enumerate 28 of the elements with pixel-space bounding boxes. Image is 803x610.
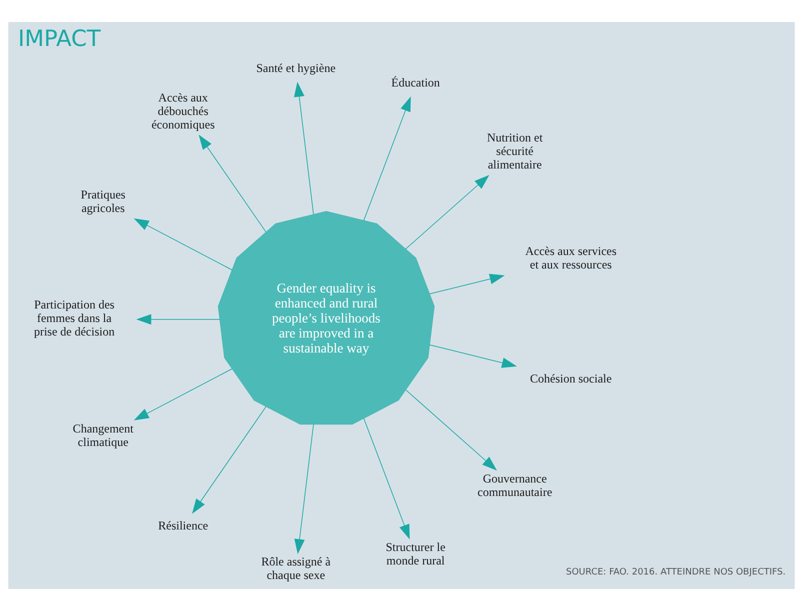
arrow [364, 418, 410, 539]
arrow [429, 344, 517, 368]
arrow [405, 174, 490, 249]
node-text: Santé et hygiène [256, 60, 336, 75]
node-text: Changement climatique [72, 421, 134, 449]
arrow [363, 96, 411, 220]
label: SOURCE: FAO. 2016. ATTEINDRE NOS OBJECTIFS. [566, 567, 786, 578]
arrow [192, 406, 266, 514]
node-text: Éducation [391, 75, 440, 90]
node-text: Pratiques agricoles [80, 186, 126, 214]
node-text: Structurer le monde rural [386, 540, 446, 568]
node-text: Participation des femmes dans la prise de décision [34, 297, 115, 338]
arrow [294, 424, 314, 554]
node-text: Gouvernance communautaire [478, 471, 552, 499]
arrow [406, 389, 497, 470]
node-text: Accès aux services et aux ressources [525, 244, 617, 272]
arrow [294, 81, 314, 214]
node-text: Nutrition et sécurité alimentaire [487, 130, 543, 172]
node-text: Cohésion sociale [530, 371, 612, 386]
node-text: Rôle assigné à chaque sexe [261, 554, 331, 582]
arrow [134, 218, 232, 270]
node-text: Accès aux débouchés économiques [151, 90, 215, 131]
diagram-title: IMPACT [18, 26, 101, 52]
arrow [134, 368, 232, 420]
arrow [136, 314, 220, 324]
arrow [198, 134, 266, 232]
arrow [429, 273, 505, 294]
node-text: Résilience [158, 518, 208, 532]
